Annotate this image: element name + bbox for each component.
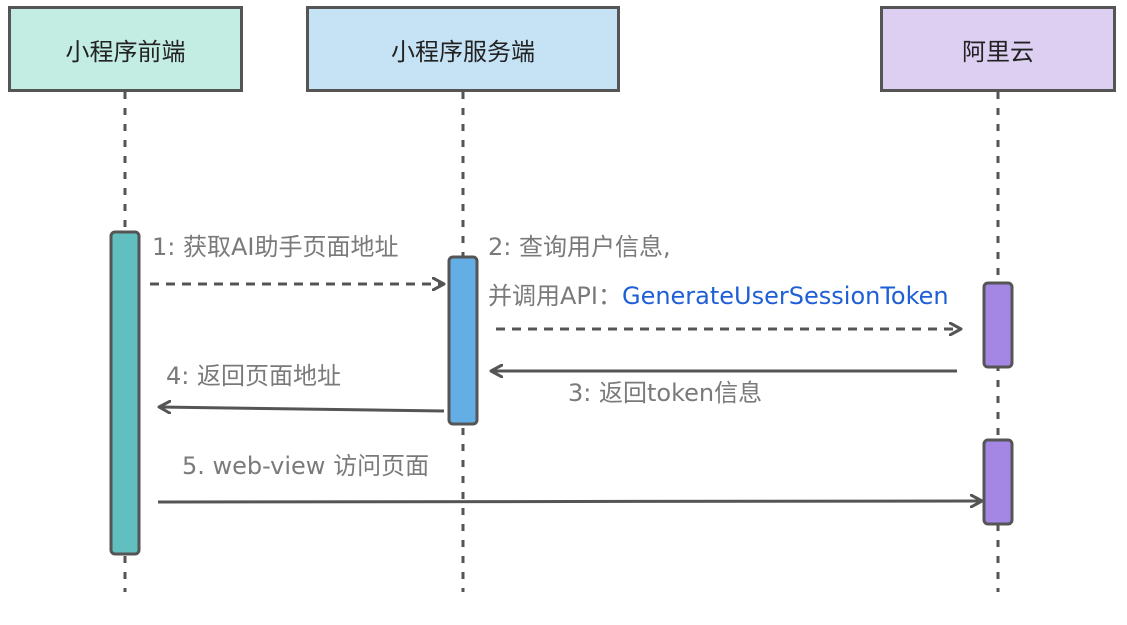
api-name: GenerateUserSessionToken xyxy=(621,282,949,310)
message-4-label: 4: 返回页面地址 xyxy=(166,362,341,390)
actor-aliyun: 阿里云 xyxy=(880,6,1116,92)
activation-aliyun-1 xyxy=(982,281,1014,369)
arrow-m5 xyxy=(157,501,982,502)
message-5-label: 5. web-view 访问页面 xyxy=(182,452,430,480)
message-3-label: 3: 返回token信息 xyxy=(568,379,763,407)
message-2-label-line2: 并调用API：GenerateUserSessionToken xyxy=(488,281,949,311)
actor-aliyun-label: 阿里云 xyxy=(962,37,1034,66)
activation-aliyun-2 xyxy=(982,438,1014,526)
message-2-prefix: 并调用API： xyxy=(488,282,622,310)
actor-frontend-label: 小程序前端 xyxy=(65,37,186,66)
activation-server xyxy=(447,255,479,426)
message-1-label: 1: 获取AI助手页面地址 xyxy=(152,233,399,261)
message-2-label-line1: 2: 查询用户信息, xyxy=(488,233,671,261)
actor-server-label: 小程序服务端 xyxy=(391,37,535,66)
arrow-m4 xyxy=(159,407,445,411)
actor-frontend: 小程序前端 xyxy=(8,6,243,92)
activation-frontend xyxy=(109,230,141,556)
actor-server: 小程序服务端 xyxy=(306,6,620,92)
